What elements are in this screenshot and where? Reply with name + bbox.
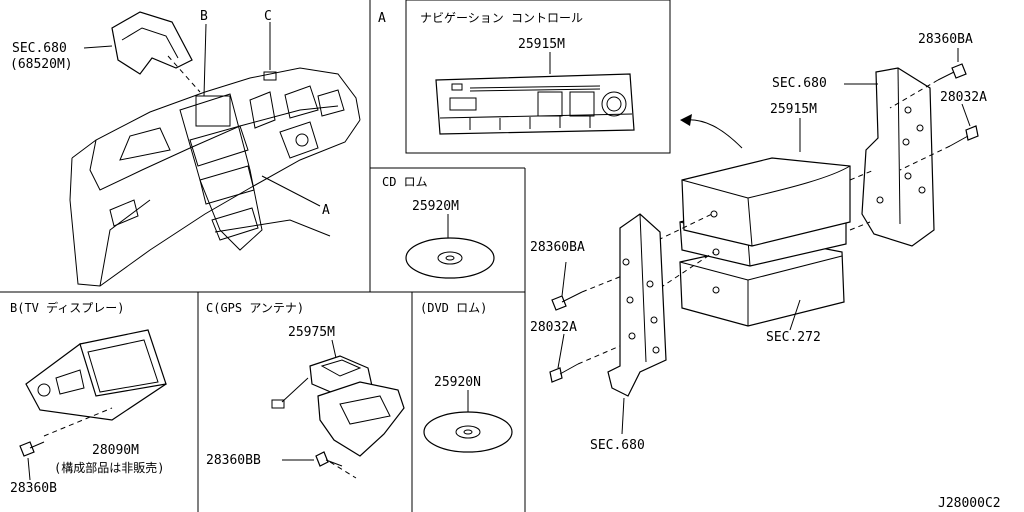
tv-display-part: 28090M bbox=[92, 443, 139, 458]
dashboard-illustration bbox=[69, 11, 361, 287]
cd-disc bbox=[405, 237, 495, 279]
dvd-rom-title: (DVD ロム) bbox=[420, 301, 487, 315]
sec272-label: SEC.272 bbox=[766, 330, 821, 345]
diagram-code: J28000C2 bbox=[938, 496, 1001, 511]
nav-control-title: ナビゲーション コントロール bbox=[420, 11, 583, 25]
bolt-left bbox=[551, 291, 583, 311]
navigation-unit-stack bbox=[679, 157, 851, 327]
gps-bolt-part: 28360BB bbox=[206, 453, 261, 468]
sec680-bottom-label: SEC.680 bbox=[590, 438, 645, 453]
cd-rom-title: CD ロム bbox=[382, 175, 428, 189]
tv-display-unit bbox=[25, 329, 167, 421]
cd-rom-part: 25920M bbox=[412, 199, 459, 214]
nav-control-unit bbox=[435, 73, 635, 135]
sec680-sub-label: (68520M) bbox=[10, 57, 73, 72]
callout-c: C bbox=[264, 9, 272, 24]
section-a-letter: A bbox=[378, 11, 386, 26]
unit-part: 25915M bbox=[770, 102, 817, 117]
sec680-label: SEC.680 bbox=[12, 41, 67, 56]
callout-a: A bbox=[322, 203, 330, 218]
sec680-top-label: SEC.680 bbox=[772, 76, 827, 91]
callout-b: B bbox=[200, 9, 208, 24]
tv-bolt bbox=[19, 441, 45, 457]
gps-antenna-unit bbox=[271, 355, 405, 457]
bolt-top-part: 28360BA bbox=[918, 32, 973, 47]
screw-left-part: 28032A bbox=[530, 320, 577, 335]
gps-antenna-title: C(GPS アンテナ) bbox=[206, 301, 304, 315]
screw-top-part: 28032A bbox=[940, 90, 987, 105]
screw-top bbox=[949, 125, 979, 147]
tv-bolt-part: 28360B bbox=[10, 481, 57, 496]
bracket-right bbox=[861, 67, 935, 247]
tv-display-title: B(TV ディスプレー) bbox=[10, 300, 125, 315]
bolt-left-part: 28360BA bbox=[530, 240, 585, 255]
dvd-rom-part: 25920N bbox=[434, 375, 481, 390]
gps-antenna-part: 25975M bbox=[288, 325, 335, 340]
direction-arrow-icon bbox=[680, 114, 692, 126]
dvd-disc bbox=[423, 411, 513, 453]
gps-bolt bbox=[315, 451, 343, 467]
tv-display-note: (構成部品は非販売) bbox=[54, 460, 164, 475]
screw-left bbox=[549, 363, 579, 383]
nav-control-part: 25915M bbox=[518, 37, 565, 52]
bracket-left bbox=[607, 213, 667, 397]
panel-borders bbox=[0, 0, 671, 512]
bolt-top bbox=[937, 63, 967, 81]
